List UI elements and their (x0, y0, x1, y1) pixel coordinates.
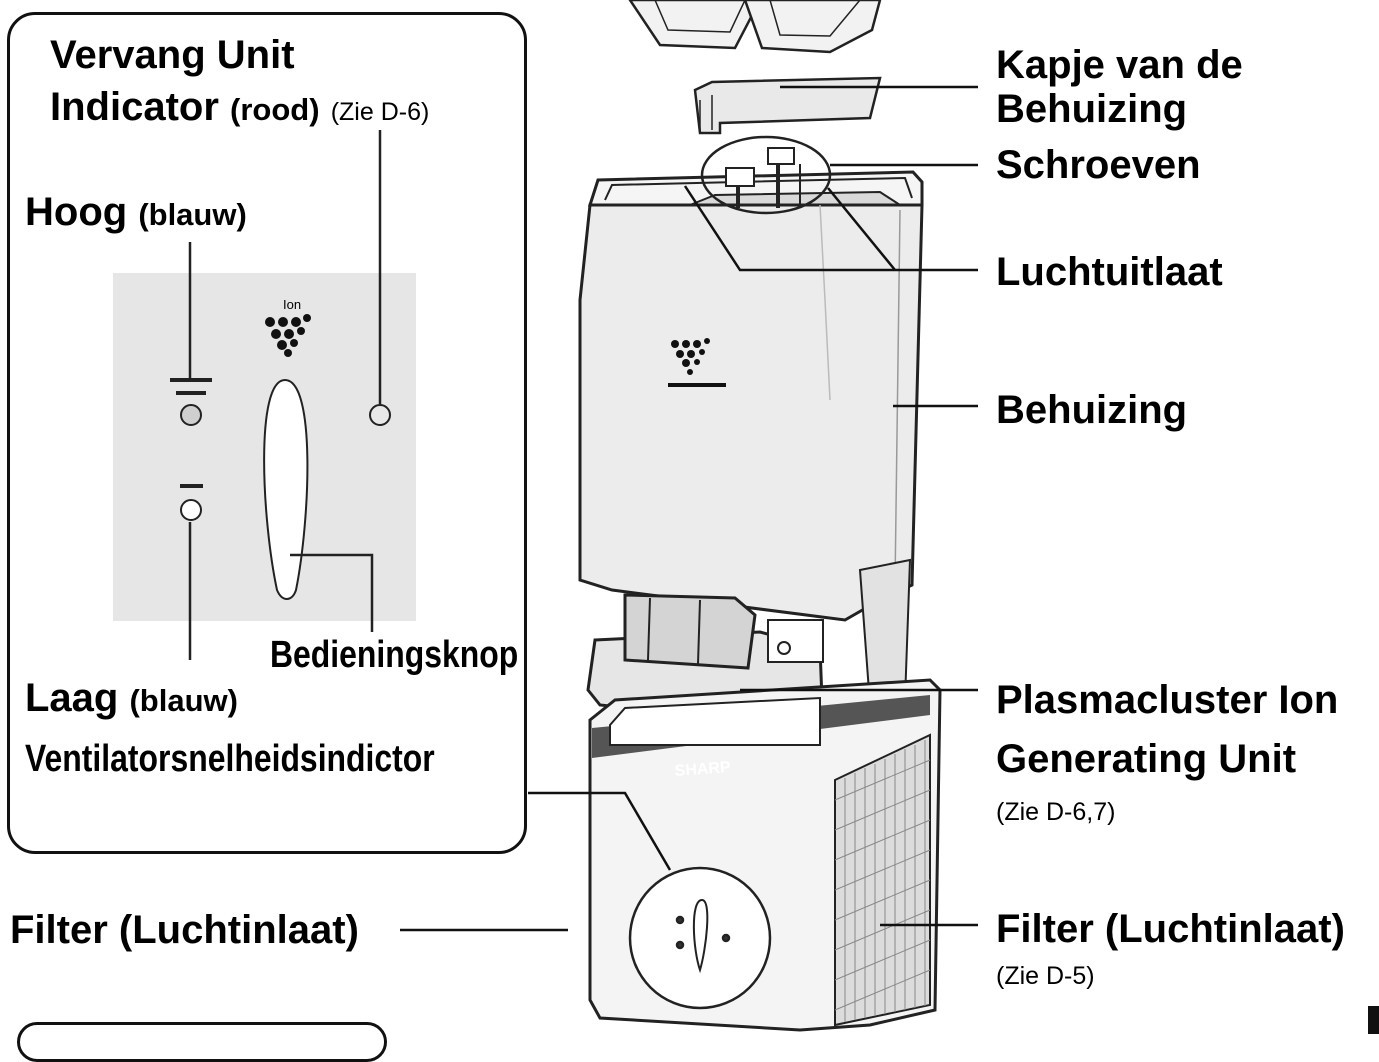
replace-indicator-title: Vervang Unit (50, 33, 295, 77)
screws-label: Schroeven (996, 143, 1201, 187)
replace-led-icon (369, 404, 391, 426)
ion-mark-text: Ion (283, 297, 302, 312)
page-edge-mark (1368, 1006, 1379, 1034)
indicator-callout-box (7, 12, 527, 854)
ion-grape-icon (265, 314, 311, 357)
high-speed-word: Hoog (25, 190, 128, 234)
high-speed-color: (blauw) (138, 197, 247, 232)
fan-speed-indicator-label: Ventilatorsnelheidsindictor (25, 738, 435, 780)
leader-lines (400, 85, 978, 932)
cover-label-line2: Behuizing (996, 87, 1188, 131)
bottom-callout-box (17, 1022, 387, 1062)
low-speed-label: Laag (blauw) (25, 678, 238, 718)
control-knob-label: Bedieningsknop (270, 634, 519, 676)
housing-body-drawing (578, 135, 924, 707)
replace-indicator-word: Indicator (50, 85, 219, 129)
side-grille-pattern (834, 740, 931, 1022)
control-panel-drawing (170, 130, 391, 660)
top-filter-pieces (628, 0, 882, 54)
low-led-icon (180, 499, 202, 521)
low-speed-color: (blauw) (129, 683, 238, 718)
high-led-icon (180, 404, 202, 426)
ion-unit-ref: (Zie D-6,7) (996, 798, 1116, 826)
filter-right-ref: (Zie D-5) (996, 962, 1095, 990)
filter-left-label: Filter (Luchtinlaat) (10, 908, 359, 952)
ion-unit-label-line2: Generating Unit (996, 737, 1297, 781)
replace-indicator-subtitle: Indicator (rood) (Zie D-6) (50, 87, 429, 127)
ion-unit-label-line1: Plasmacluster Ion (996, 678, 1339, 722)
housing-ion-mark-icon (668, 338, 726, 387)
housing-cover-drawing (693, 76, 882, 135)
replace-indicator-color: (rood) (230, 92, 320, 127)
replace-indicator-ref: (Zie D-6) (330, 98, 430, 126)
filter-right-label: Filter (Luchtinlaat) (996, 907, 1345, 951)
high-speed-label: Hoog (blauw) (25, 192, 247, 232)
cover-label-line1: Kapje van de (996, 43, 1243, 87)
panel-magnifier-icon (628, 866, 772, 1010)
control-knob-slot-icon (263, 378, 309, 600)
brand-logo: SHARP (674, 759, 731, 780)
housing-label: Behuizing (996, 388, 1188, 432)
air-outlet-label: Luchtuitlaat (996, 250, 1223, 294)
low-speed-word: Laag (25, 676, 119, 720)
device-illustration: SHARP (170, 0, 978, 1032)
